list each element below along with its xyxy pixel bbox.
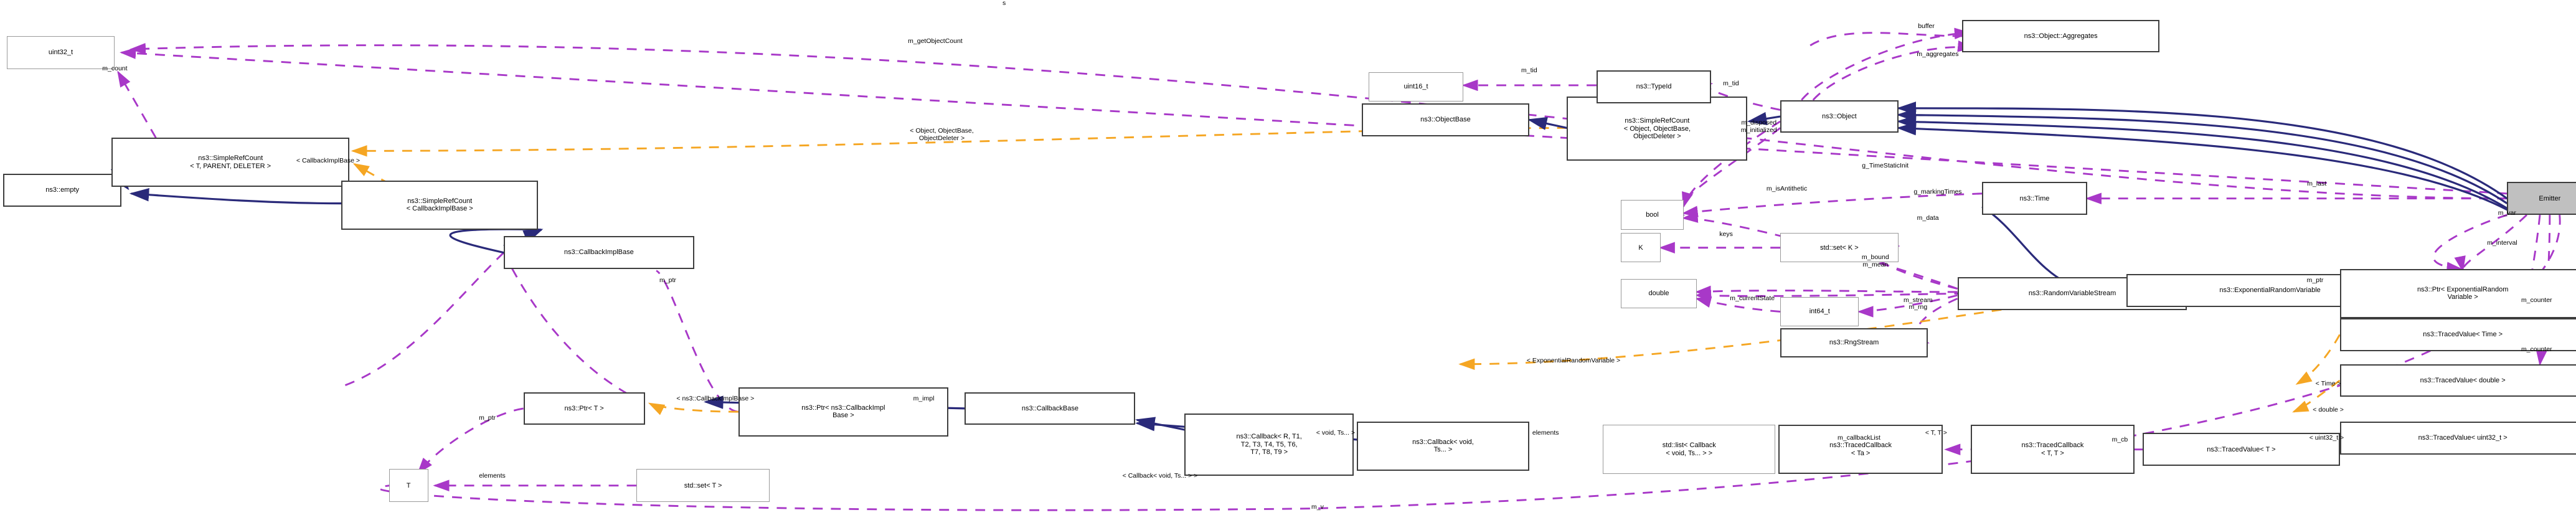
edge-label-l_m_ptr_left2: m_ptr bbox=[479, 414, 496, 422]
edge-label-l_m_tid_2: m_tid bbox=[1723, 80, 1739, 88]
edge-label-l_elements2: elements bbox=[479, 471, 506, 480]
edge-label-l_m_data: m_data bbox=[1917, 214, 1939, 222]
edge-label-l_m_ptr_left: m_ptr bbox=[659, 277, 676, 285]
edge-label-l_m_var: m_var bbox=[2498, 209, 2516, 217]
class-node-K_node[interactable]: K bbox=[1621, 233, 1661, 263]
class-node-ptr_exp_rv[interactable]: ns3::Ptr< ExponentialRandom Variable > bbox=[2339, 268, 2576, 318]
edge-label-l_ns3cbimplbase: < ns3::CallbackImplBase > bbox=[676, 394, 755, 402]
class-node-T_node[interactable]: T bbox=[389, 469, 428, 503]
edge-label-l_elements: elements bbox=[1532, 429, 1559, 437]
edge-label-l_s: s bbox=[1003, 0, 1006, 7]
edge-label-l_m_aggregates: m_aggregates bbox=[1917, 50, 1959, 58]
class-node-ns3_objectbase[interactable]: ns3::ObjectBase bbox=[1362, 103, 1529, 136]
class-node-srfc_cib[interactable]: ns3::SimpleRefCount < CallbackImplBase > bbox=[341, 180, 539, 230]
class-node-uint16_t[interactable]: uint16_t bbox=[1368, 72, 1464, 102]
edge-label-l_m_bound: m_bound m_mean bbox=[1861, 253, 1889, 268]
edge-label-l_time_tmpl: < Time > bbox=[2315, 380, 2341, 388]
class-node-uint32_t[interactable]: uint32_t bbox=[6, 35, 115, 69]
edge-label-l_m_stream: m_stream m_rng bbox=[1904, 296, 1933, 311]
edge-label-l_T_T: < T, T > bbox=[1925, 429, 1947, 437]
edge-label-l_m_disposed: m_disposed m_initialized bbox=[1740, 119, 1777, 134]
edge-label-l_m_impl: m_impl bbox=[913, 394, 935, 402]
edge-label-l_buffer: buffer bbox=[1918, 22, 1935, 30]
class-node-cb_void_ts[interactable]: ns3::Callback< void, Ts... > bbox=[1357, 421, 1529, 471]
edge-label-l_m_isantithetic: m_isAntithetic bbox=[1766, 184, 1808, 192]
edge-label-l_g_timestaticinit: g_TimeStaticInit bbox=[1862, 161, 1909, 169]
edge-label-l_m_tid_1: m_tid bbox=[1521, 66, 1537, 74]
edge-label-l_g_markingtimes: g_markingTimes bbox=[1913, 187, 1962, 196]
edge-label-l_callbackimplbase: < CallbackImplBase > bbox=[296, 156, 361, 164]
edge-label-l_m_ptr_right: m_ptr bbox=[2306, 277, 2324, 285]
edge-label-l_m_count: m_count bbox=[102, 65, 128, 73]
class-node-cb_rt1t9[interactable]: ns3::Callback< R, T1, T2, T3, T4, T5, T6… bbox=[1184, 413, 1354, 476]
class-node-tv_double[interactable]: ns3::TracedValue< double > bbox=[2339, 364, 2576, 397]
edge-label-l_keys: keys bbox=[1719, 230, 1733, 239]
edge-label-l_getobjectcount: m_getObjectCount bbox=[908, 37, 963, 45]
edge-label-l_void_ts: < void, Ts... > bbox=[1316, 429, 1356, 437]
class-node-tv_uint32[interactable]: ns3::TracedValue< uint32_t > bbox=[2339, 421, 2576, 455]
class-node-ns3_typeid[interactable]: ns3::TypeId bbox=[1596, 70, 1712, 103]
class-node-rngstream[interactable]: ns3::RngStream bbox=[1780, 328, 1928, 358]
edge-label-l_m_last: m_last bbox=[2307, 179, 2327, 187]
class-node-ns3_cb_base[interactable]: ns3::CallbackBase bbox=[965, 392, 1136, 425]
class-node-ns3_cib[interactable]: ns3::CallbackImplBase bbox=[503, 236, 694, 269]
edge-label-l_m_counter_1: m_counter bbox=[2521, 296, 2552, 304]
class-node-std_list_cb[interactable]: std::list< Callback < void, Ts... > > bbox=[1603, 425, 1776, 475]
class-node-bool_node[interactable]: bool bbox=[1621, 200, 1684, 230]
class-node-ns3_time[interactable]: ns3::Time bbox=[1982, 182, 2087, 215]
edge-label-l_exprandomvar: < ExponentialRandomVariable > bbox=[1526, 357, 1621, 365]
edge-label-l_uint32_t_tmpl: < uint32_t > bbox=[2309, 434, 2344, 442]
edge-label-l_double_tmpl: < double > bbox=[2313, 406, 2344, 414]
class-node-obj_aggregates[interactable]: ns3::Object::Aggregates bbox=[1962, 19, 2159, 53]
edge-label-l_m_cb: m_cb bbox=[2111, 435, 2128, 443]
edge-label-l_m_counter_2: m_counter bbox=[2521, 345, 2552, 353]
edge-label-l_m_currentstate: m_currentState bbox=[1730, 295, 1775, 303]
edge-label-l_cb_void_ts: < Callback< void, Ts... > > bbox=[1122, 471, 1198, 480]
class-node-double_node[interactable]: double bbox=[1621, 278, 1697, 309]
class-node-std_set_t[interactable]: std::set< T > bbox=[636, 469, 770, 503]
edge-label-l_m_v: m_v bbox=[1311, 503, 1324, 511]
class-node-ns3_empty[interactable]: ns3::empty bbox=[3, 174, 121, 207]
class-node-tcb_TT[interactable]: ns3::TracedCallback < T, T > bbox=[1970, 425, 2135, 475]
edge-label-l_m_interval: m_interval bbox=[2487, 239, 2517, 247]
edge-label-l_obj_objbase: < Object, ObjectBase, ObjectDeleter > bbox=[910, 127, 974, 142]
